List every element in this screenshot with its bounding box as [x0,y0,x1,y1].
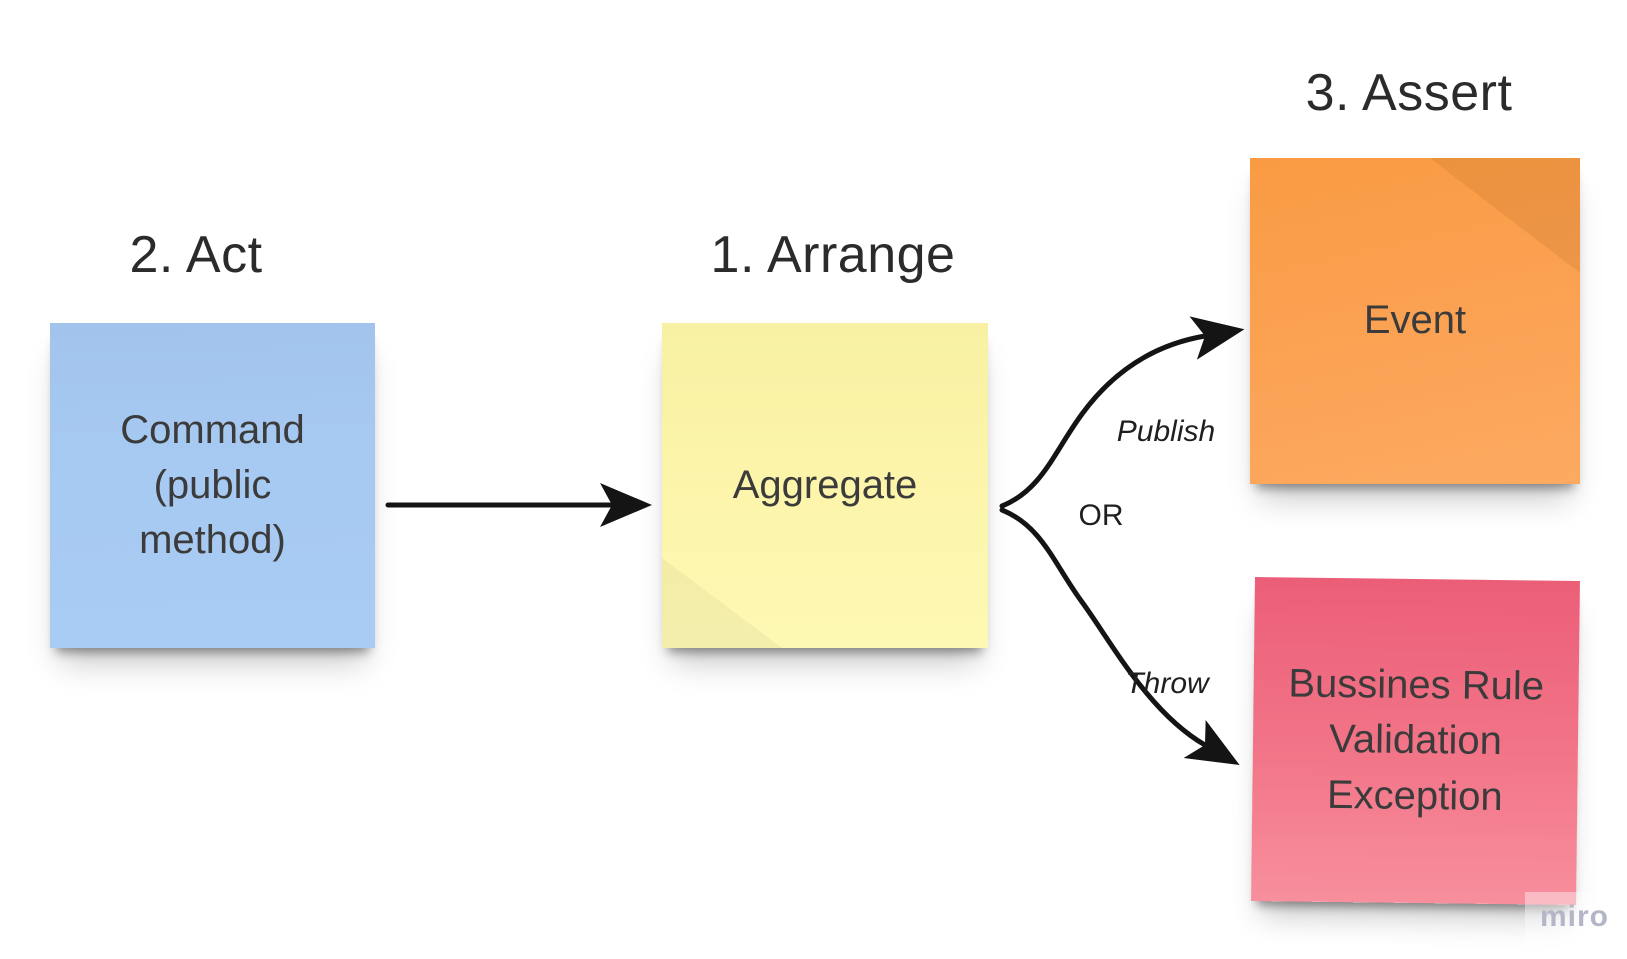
label-or[interactable]: OR [1078,499,1124,532]
arrow-aggregate-to-event[interactable] [999,316,1245,509]
miro-watermark: miro [1525,892,1627,959]
sticky-note-command[interactable]: Command (public method) [50,323,375,648]
sticky-note-event[interactable]: Event [1250,158,1580,484]
sticky-note-exception-text: Bussines Rule Validation Exception [1288,661,1545,819]
arrow-aggregate-to-exception[interactable] [999,507,1240,766]
sticky-note-aggregate[interactable]: Aggregate [662,323,988,648]
heading-act[interactable]: 2. Act [129,226,263,284]
label-throw[interactable]: Throw [1125,667,1209,700]
heading-assert[interactable]: 3. Assert [1305,64,1513,122]
sticky-note-event-text: Event [1363,298,1467,343]
sticky-note-command-text: Command (public method) [120,407,305,563]
label-publish[interactable]: Publish [1116,415,1216,448]
miro-watermark-label: miro [1540,900,1610,933]
heading-arrange[interactable]: 1. Arrange [710,226,956,284]
sticky-note-aggregate-text: Aggregate [732,462,918,507]
sticky-note-exception[interactable]: Bussines Rule Validation Exception [1251,577,1580,905]
